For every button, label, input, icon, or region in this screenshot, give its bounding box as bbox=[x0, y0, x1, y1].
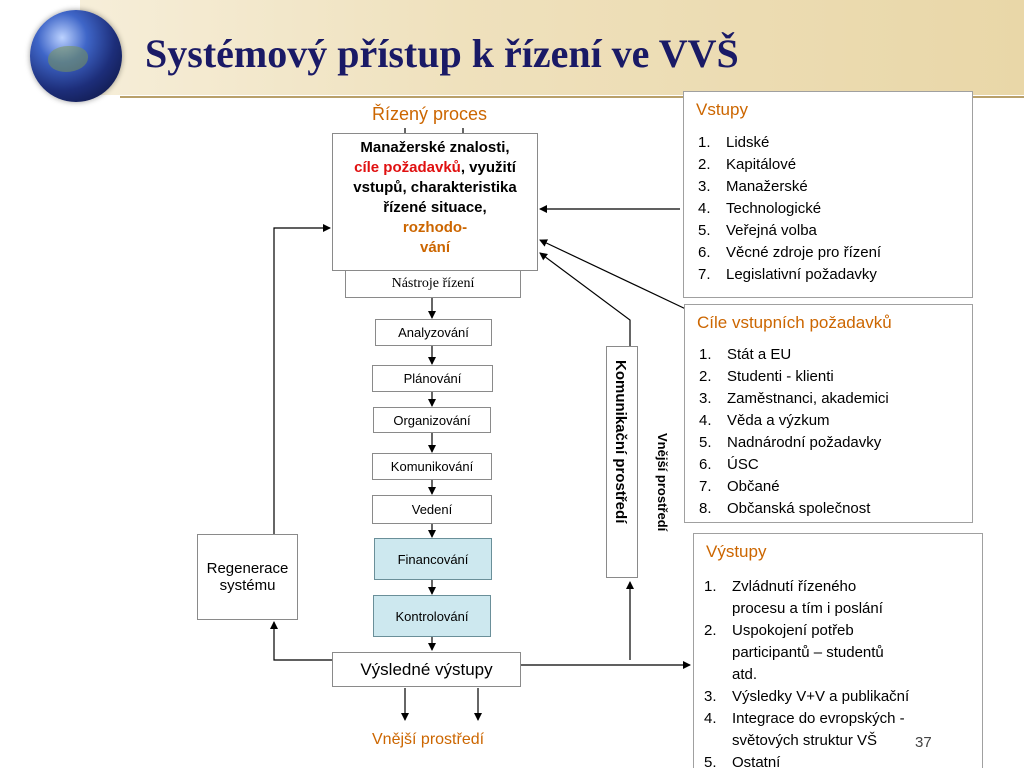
cile-panel: Cíle vstupních požadavků 1.Stát a EU 2.S… bbox=[684, 304, 973, 523]
vystupy-panel: Výstupy 1.Zvládnutí řízeného procesu a t… bbox=[693, 533, 983, 771]
list-item: 1.Stát a EU bbox=[699, 346, 792, 363]
regenerace-box: Regenerace systému bbox=[197, 534, 298, 620]
page-title: Systémový přístup k řízení ve VVŠ bbox=[145, 31, 739, 76]
title-banner bbox=[80, 0, 1024, 95]
manager-after-red: , využití bbox=[460, 159, 516, 176]
vystupy-list: 1.Zvládnutí řízeného procesu a tím i pos… bbox=[704, 576, 909, 774]
manager-red-text: cíle požadavků bbox=[354, 159, 461, 176]
vnejsi-prostredi-bottom: Vnější prostředí bbox=[372, 731, 485, 748]
list-item: 8.Občanská společnost bbox=[699, 500, 871, 517]
cile-list: 1.Stát a EU 2.Studenti - klienti 3.Zaměs… bbox=[699, 344, 889, 520]
globe-icon bbox=[30, 10, 122, 102]
list-item: 2.Uspokojení potřeb bbox=[704, 622, 854, 639]
list-item: 1.Lidské bbox=[698, 134, 770, 151]
manager-line1: Manažerské znalosti, bbox=[360, 139, 510, 156]
banner-underline bbox=[120, 96, 1024, 98]
step-planovani: Plánování bbox=[372, 365, 493, 392]
list-item: 5.Nadnárodní požadavky bbox=[699, 434, 882, 451]
manager-orange1: rozhodo- bbox=[402, 219, 468, 236]
list-item: 7.Legislativní požadavky bbox=[698, 266, 877, 283]
list-item: 3.Výsledky V+V a publikační bbox=[704, 688, 910, 705]
list-item: 5.Ostatní bbox=[704, 754, 781, 771]
cile-heading: Cíle vstupních požadavků bbox=[697, 313, 892, 332]
arrow-to-regenerace bbox=[270, 621, 332, 661]
manager-line3: vstupů, charakteristika bbox=[353, 179, 517, 196]
manager-box: Manažerské znalosti, cíle požadavků, vyu… bbox=[332, 133, 538, 271]
step-organizovani: Organizování bbox=[373, 407, 491, 433]
step-komunikovani: Komunikování bbox=[372, 453, 492, 480]
arrow-komunikacni-top bbox=[539, 252, 631, 346]
list-item: 7.Občané bbox=[699, 478, 780, 495]
list-item: 6.ÚSC bbox=[699, 456, 759, 473]
list-item: 6.Věcné zdroje pro řízení bbox=[698, 244, 882, 261]
arrow-regenerace-back bbox=[273, 224, 331, 534]
list-item: 5.Veřejná volba bbox=[698, 222, 817, 239]
list-item: 3.Manažerské bbox=[698, 178, 808, 195]
vstupy-heading: Vstupy bbox=[696, 100, 748, 119]
regenerace-line1: Regenerace bbox=[206, 560, 289, 577]
list-item: 4.Věda a výzkum bbox=[699, 412, 830, 429]
list-item-cont: světových struktur VŠ bbox=[732, 732, 878, 749]
step-vedeni: Vedení bbox=[372, 495, 492, 524]
komunikacni-prostredi-label: Komunikační prostředí bbox=[612, 360, 629, 524]
manager-orange2: vání bbox=[419, 239, 450, 256]
manager-line2: cíle požadavků, využití bbox=[333, 158, 537, 178]
manager-line4: řízené situace, bbox=[383, 199, 487, 216]
regenerace-line2: systému bbox=[219, 577, 276, 594]
list-item: 4.Integrace do evropských - bbox=[704, 710, 905, 727]
vnejsi-prostredi-vertical: Vnější prostředí bbox=[655, 433, 670, 532]
list-item: 1.Zvládnutí řízeného bbox=[704, 578, 857, 595]
nastroje-box: Nástroje řízení bbox=[345, 270, 521, 298]
vstupy-list: 1.Lidské 2.Kapitálové 3.Manažerské 4.Tec… bbox=[698, 132, 881, 286]
arrow-cile bbox=[539, 239, 691, 312]
list-item-cont: participantů – studentů bbox=[732, 644, 884, 661]
vstupy-panel: Vstupy 1.Lidské 2.Kapitálové 3.Manažersk… bbox=[683, 91, 973, 298]
step-kontrolovani: Kontrolování bbox=[373, 595, 491, 637]
list-item: 2.Studenti - klienti bbox=[699, 368, 834, 385]
list-item: 2.Kapitálové bbox=[698, 156, 797, 173]
list-item-cont: procesu a tím i poslání bbox=[732, 600, 883, 617]
vystupy-heading: Výstupy bbox=[706, 542, 767, 561]
page-number: 37 bbox=[915, 734, 932, 751]
rizeny-proces-label: Řízený proces bbox=[372, 104, 488, 124]
list-item: 3.Zaměstnanci, akademici bbox=[699, 390, 889, 407]
komunikacni-prostredi-box bbox=[606, 346, 638, 578]
step-financovani: Financování bbox=[374, 538, 492, 580]
list-item: 4.Technologické bbox=[698, 200, 822, 217]
list-item-cont: atd. bbox=[732, 666, 758, 683]
vysledne-vystupy-box: Výsledné výstupy bbox=[332, 652, 521, 687]
step-analyzovani: Analyzování bbox=[375, 319, 492, 346]
